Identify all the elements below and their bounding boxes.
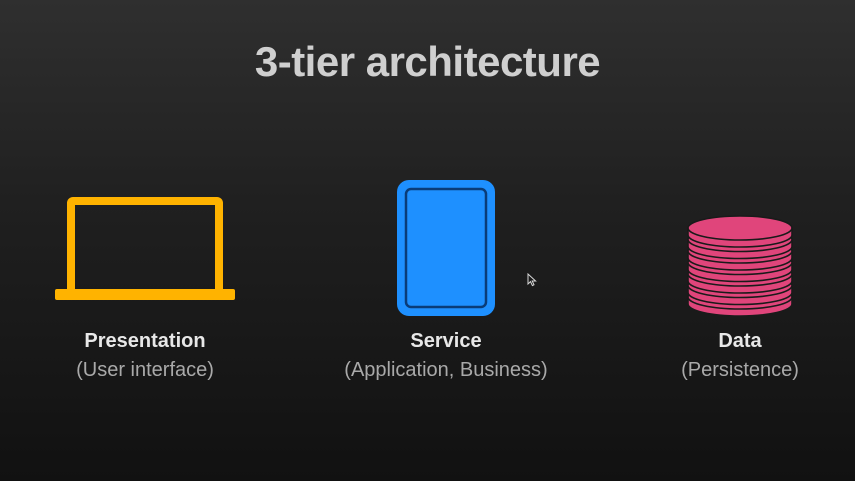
tier-data: Data (Persistence) <box>600 0 855 481</box>
slide-title: 3-tier architecture <box>254 38 601 85</box>
tier-label-data: Data <box>718 330 762 352</box>
tier-sublabel-service: (Application, Business) <box>344 359 548 381</box>
tier-label-presentation: Presentation <box>84 330 206 352</box>
mouse-cursor-icon <box>527 273 537 287</box>
tier-sublabel-presentation: (User interface) <box>76 359 214 381</box>
tier-service: Service (Application, Business) <box>306 0 586 481</box>
tier-label-service: Service <box>410 330 482 352</box>
tier-presentation: Presentation (User interface) <box>5 0 285 481</box>
laptop-icon <box>55 197 235 300</box>
tier-sublabel-data: (Persistence) <box>681 359 799 381</box>
database-icon <box>687 215 793 317</box>
tablet-icon <box>397 180 495 316</box>
